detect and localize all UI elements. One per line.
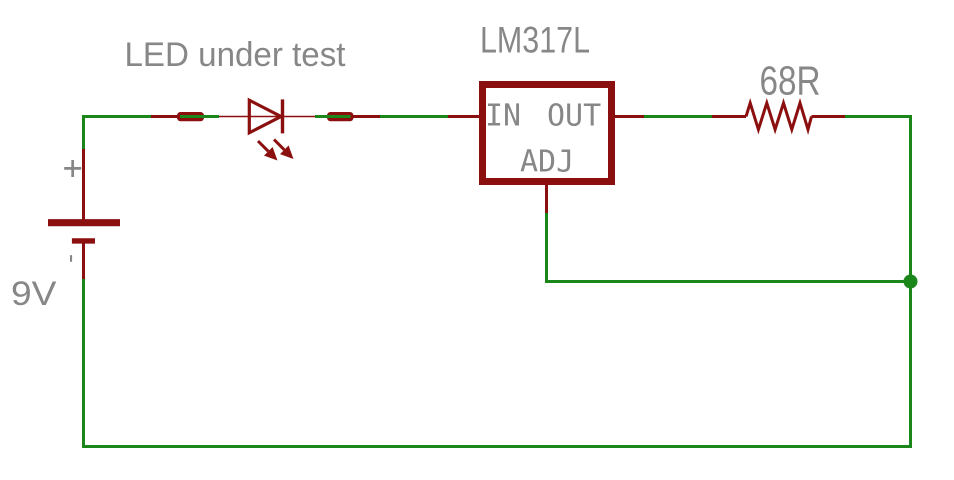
regulator-pin-in-label: IN — [485, 99, 521, 134]
resistor-zigzag — [744, 97, 813, 135]
battery-negative-label: - — [57, 251, 87, 267]
wires — [82, 115, 912, 448]
wire-ground-loop — [82, 115, 912, 448]
led-arrow-2-head — [280, 145, 294, 159]
regulator-pin-out-label: OUT — [547, 99, 601, 134]
battery-positive-label: + — [63, 148, 83, 187]
regulator-body — [479, 81, 615, 185]
wire-adj — [545, 213, 911, 283]
battery-voltage-label: 9V — [11, 275, 57, 313]
resistor-symbol: 68R — [712, 58, 845, 135]
led-triangle — [247, 97, 285, 136]
resistor-label: 68R — [760, 58, 821, 104]
wire-battery-positive — [82, 115, 151, 149]
led-symbol: LED under test — [125, 36, 380, 161]
led-arrow-1-head — [264, 147, 278, 161]
regulator-pin-adj-label: ADJ — [520, 145, 574, 180]
led-emission-arrows — [256, 138, 294, 161]
led-arrow-2-shaft — [272, 138, 286, 151]
junction-dot — [903, 274, 918, 289]
battery-symbol: + - 9V — [11, 148, 120, 313]
regulator-label: LM317L — [480, 20, 590, 61]
regulator-symbol: IN OUT ADJ LM317L — [448, 20, 644, 213]
led-label: LED under test — [125, 36, 347, 74]
led-arrow-1-shaft — [256, 139, 270, 153]
